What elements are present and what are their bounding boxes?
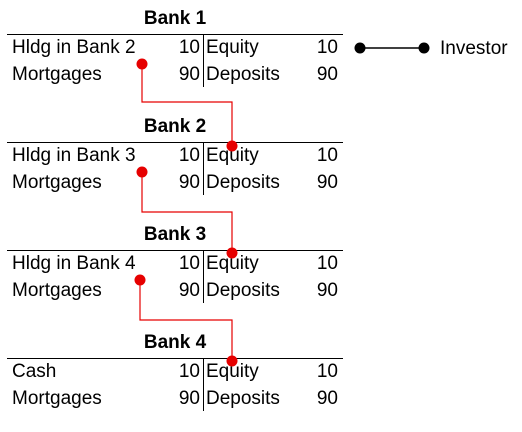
link-line — [139, 280, 233, 361]
link-end-dot — [418, 42, 430, 54]
balance-sheet-rule — [7, 34, 343, 35]
liability-value: 10 — [316, 145, 338, 166]
asset-label: Hldg in Bank 3 — [12, 145, 136, 166]
balance-sheet-rule — [7, 250, 343, 251]
asset-label: Cash — [12, 361, 57, 382]
bank-title: Bank 2 — [143, 116, 207, 137]
liability-label: Equity — [206, 361, 259, 382]
investor-label: Investor — [440, 38, 508, 59]
balance-sheet-divider — [203, 143, 204, 195]
asset-label: Mortgages — [12, 280, 102, 301]
asset-value: 10 — [178, 253, 200, 274]
liability-label: Equity — [206, 253, 259, 274]
link-line — [141, 64, 233, 146]
asset-value: 10 — [178, 37, 200, 58]
asset-value: 90 — [178, 388, 200, 409]
link-end-dot — [226, 140, 238, 152]
liability-value: 10 — [316, 361, 338, 382]
link-layer — [134, 42, 430, 367]
bank-title: Bank 1 — [143, 8, 207, 29]
asset-label: Hldg in Bank 2 — [12, 37, 136, 58]
link-start-dot — [136, 58, 148, 70]
liability-value: 10 — [316, 253, 338, 274]
asset-value: 10 — [178, 361, 200, 382]
bank-title: Bank 3 — [143, 224, 207, 245]
liability-label: Deposits — [206, 280, 280, 301]
bank-title: Bank 4 — [143, 332, 207, 353]
bank-3: Bank 3 Hldg in Bank 4 10 Equity 10 Mortg… — [7, 224, 343, 324]
liability-label: Deposits — [206, 64, 280, 85]
link-start-dot — [136, 166, 148, 178]
balance-sheet-divider — [203, 35, 204, 87]
bank-1: Bank 1 Hldg in Bank 2 10 Equity 10 Mortg… — [7, 8, 343, 108]
balance-sheet-rule — [7, 142, 343, 143]
bank-4: Bank 4 Cash 10 Equity 10 Mortgages 90 De… — [7, 332, 343, 432]
liability-value: 90 — [316, 64, 338, 85]
liability-label: Equity — [206, 145, 259, 166]
holding-link-bank2-bank3 — [136, 166, 238, 259]
asset-value: 90 — [178, 64, 200, 85]
holding-link-bank1-bank2 — [136, 58, 238, 152]
asset-value: 90 — [178, 280, 200, 301]
link-start-dot — [354, 42, 366, 54]
liability-label: Equity — [206, 37, 259, 58]
link-end-dot — [226, 247, 238, 259]
asset-value: 90 — [178, 172, 200, 193]
holding-link-bank3-bank4 — [134, 274, 238, 367]
asset-label: Mortgages — [12, 172, 102, 193]
bank-2: Bank 2 Hldg in Bank 3 10 Equity 10 Mortg… — [7, 116, 343, 216]
asset-value: 10 — [178, 145, 200, 166]
asset-label: Mortgages — [12, 64, 102, 85]
liability-value: 10 — [316, 37, 338, 58]
liability-label: Deposits — [206, 172, 280, 193]
balance-sheet-rule — [7, 358, 343, 359]
liability-value: 90 — [316, 280, 338, 301]
investor-link — [354, 42, 430, 54]
link-end-dot — [226, 355, 238, 367]
balance-sheet-divider — [203, 359, 204, 411]
link-line — [141, 172, 233, 253]
link-start-dot — [134, 274, 146, 286]
liability-label: Deposits — [206, 388, 280, 409]
asset-label: Hldg in Bank 4 — [12, 253, 136, 274]
balance-sheet-divider — [203, 251, 204, 303]
liability-value: 90 — [316, 172, 338, 193]
liability-value: 90 — [316, 388, 338, 409]
asset-label: Mortgages — [12, 388, 102, 409]
